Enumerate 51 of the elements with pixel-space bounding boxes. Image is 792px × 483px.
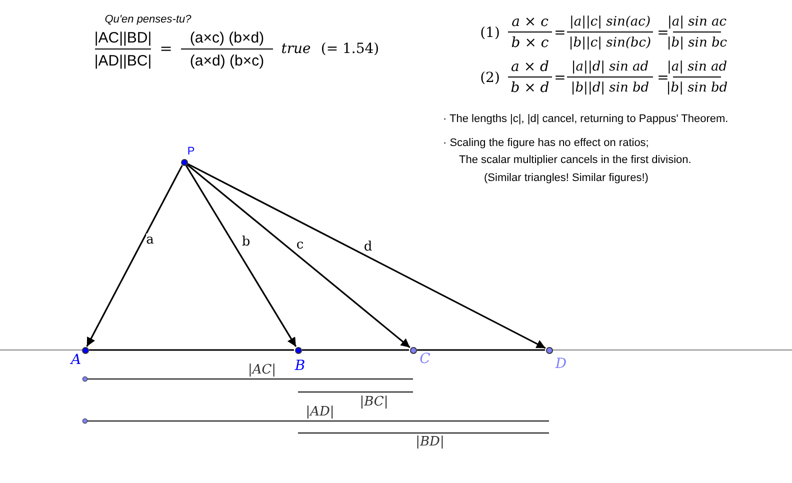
formula-text: |a| sin ad — [666, 60, 728, 74]
formula-text: (2) — [480, 71, 500, 85]
line-segment — [302, 349, 409, 351]
point-label: C — [420, 352, 430, 366]
formula-text: |b| sin bc — [666, 36, 728, 50]
formula-text: = — [657, 71, 669, 85]
formula-text: a × c — [512, 15, 548, 29]
point-label: A — [70, 353, 82, 367]
heading: Qu'en penses-tu? — [104, 14, 192, 26]
formula-text: |AD||BC| — [94, 54, 152, 68]
note-text: · The lengths |c|, |d| cancel, returning to Pappus' Theorem. — [443, 114, 728, 125]
note-text: The scalar multiplier cancels in the first division. — [459, 155, 692, 166]
formula-text: b × d — [510, 81, 550, 95]
formula-text: (1) — [480, 26, 500, 40]
formula-text: = — [554, 26, 566, 40]
note-text: · Scaling the figure has no effect on ratios; — [443, 138, 649, 149]
formula-text: (a×c) (b×d) — [190, 30, 264, 46]
formula-text: |b||d| sin bd — [570, 82, 650, 94]
edge-label: d — [364, 240, 372, 254]
measure-label: |AD| — [306, 406, 334, 418]
formula-text: |b||c| sin(bc) — [568, 36, 652, 50]
edge-label: a — [146, 234, 154, 246]
point-label: P — [187, 146, 195, 158]
formula-text: |a||d| sin ad — [571, 60, 649, 74]
formula-text: |a||c| sin(ac) — [569, 16, 651, 28]
formula-text: = — [554, 71, 566, 85]
line-segment — [417, 349, 545, 351]
formula-text: b × c — [511, 36, 549, 50]
arrow — [187, 163, 546, 349]
formula-text: (= 1.54) — [320, 42, 380, 56]
formula-text: = — [657, 26, 669, 40]
point-label: B — [294, 359, 306, 373]
formula-text: |b| sin bd — [666, 82, 728, 94]
formula-text: |AC||BD| — [94, 30, 152, 46]
formula-text: a × d — [511, 60, 549, 74]
measure-label: |BD| — [416, 436, 444, 448]
formula-text: = — [160, 42, 172, 56]
arrow — [185, 165, 297, 347]
measure-label: |AC| — [248, 364, 276, 376]
note-text: (Similar triangles! Similar figures!) — [484, 173, 648, 184]
point-label: D — [555, 357, 567, 371]
formula-text: (a×d) (b×c) — [190, 54, 264, 68]
edge-label: c — [296, 238, 304, 252]
formula-text: |a| sin ac — [668, 16, 726, 28]
formula-text: true — [281, 42, 311, 56]
edge-label: b — [242, 236, 250, 248]
line-segment — [89, 349, 294, 351]
arrow — [186, 164, 410, 348]
arrow — [86, 165, 183, 347]
point — [180, 144, 197, 166]
measure-label: |BC| — [360, 396, 388, 408]
